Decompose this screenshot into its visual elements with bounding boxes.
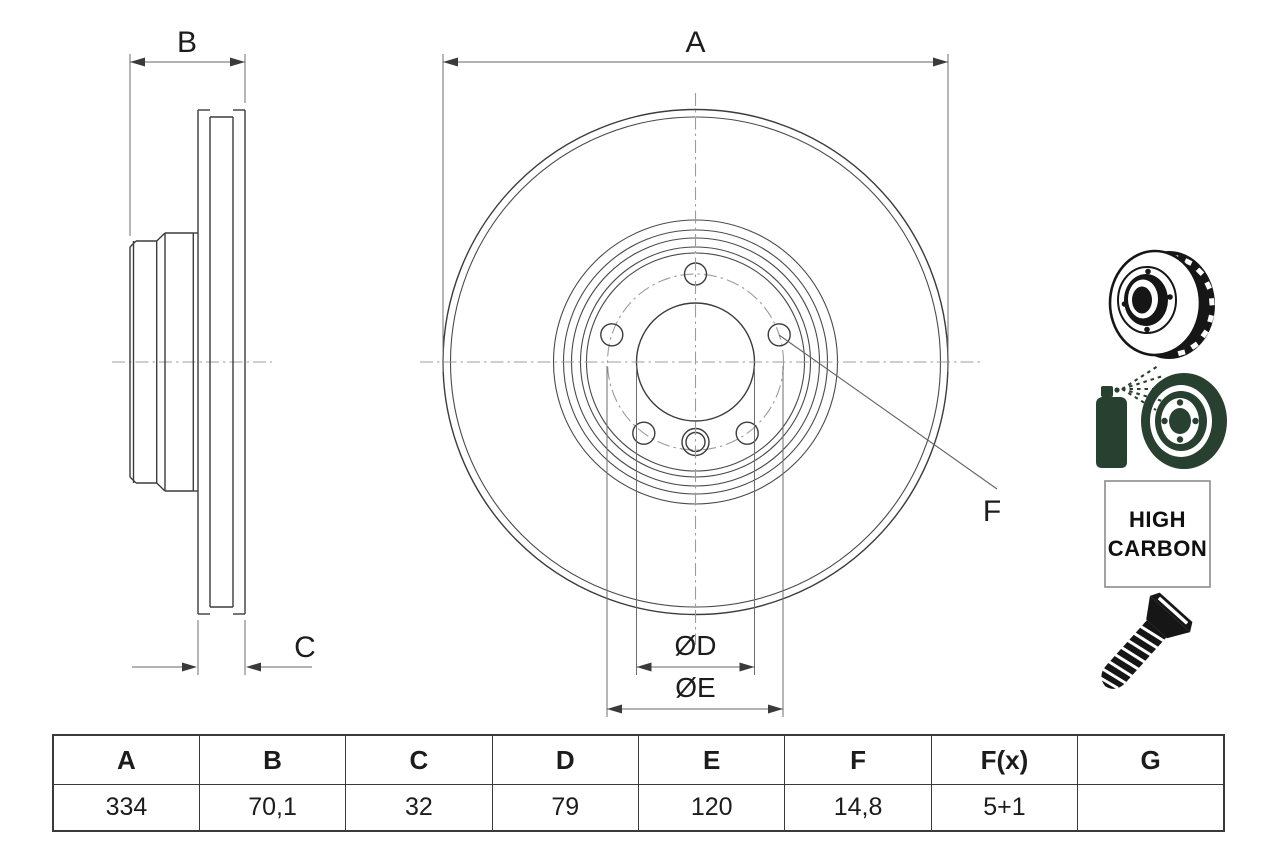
value-f: 14,8: [784, 784, 932, 832]
dimension-a: A: [442, 26, 949, 372]
spray-coating-icon: [1096, 365, 1227, 469]
front-view: [420, 93, 982, 645]
dimension-table: A B C D E F F(x) G 334 70,1 32 79 120 14…: [52, 734, 1225, 832]
vented-disc-icon: [1108, 249, 1215, 359]
col-header-fx: F(x): [930, 734, 1079, 785]
dimension-f: F: [778, 334, 1001, 528]
bolt-hole: [767, 323, 791, 347]
value-b: 70,1: [198, 784, 347, 832]
high-carbon-line2: CARBON: [1108, 536, 1208, 561]
dimension-c: C: [132, 620, 316, 675]
dim-d-label: ØD: [675, 630, 717, 661]
bolt-hole: [600, 323, 624, 347]
dimension-table-header-row: A B C D E F F(x) G: [52, 734, 1225, 785]
dimension-table-value-row: 334 70,1 32 79 120 14,8 5+1: [52, 784, 1225, 832]
value-a: 334: [52, 784, 200, 832]
high-carbon-line1: HIGH: [1129, 507, 1186, 532]
bolt-hole: [735, 421, 759, 445]
value-c: 32: [345, 784, 493, 832]
dimension-d: ØD: [636, 366, 755, 675]
value-e: 120: [637, 784, 786, 832]
value-g: [1077, 784, 1225, 832]
col-header-d: D: [491, 734, 640, 785]
col-header-c: C: [345, 734, 493, 785]
value-fx: 5+1: [930, 784, 1079, 832]
high-carbon-badge: HIGH CARBON: [1104, 480, 1211, 588]
dim-a-label: A: [685, 26, 705, 59]
col-header-f: F: [784, 734, 932, 785]
col-header-b: B: [198, 734, 347, 785]
screw-icon: [1097, 592, 1193, 690]
value-d: 79: [491, 784, 640, 832]
side-view: [112, 109, 272, 615]
dimension-b: B: [129, 26, 246, 236]
dim-f-label: F: [983, 495, 1001, 528]
col-header-g: G: [1077, 734, 1225, 785]
dim-c-label: C: [294, 631, 316, 664]
dim-e-label: ØE: [675, 672, 715, 703]
col-header-a: A: [52, 734, 200, 785]
dimension-e: ØE: [606, 366, 784, 717]
dim-b-label: B: [177, 26, 197, 59]
bolt-hole: [632, 421, 656, 445]
col-header-e: E: [637, 734, 786, 785]
